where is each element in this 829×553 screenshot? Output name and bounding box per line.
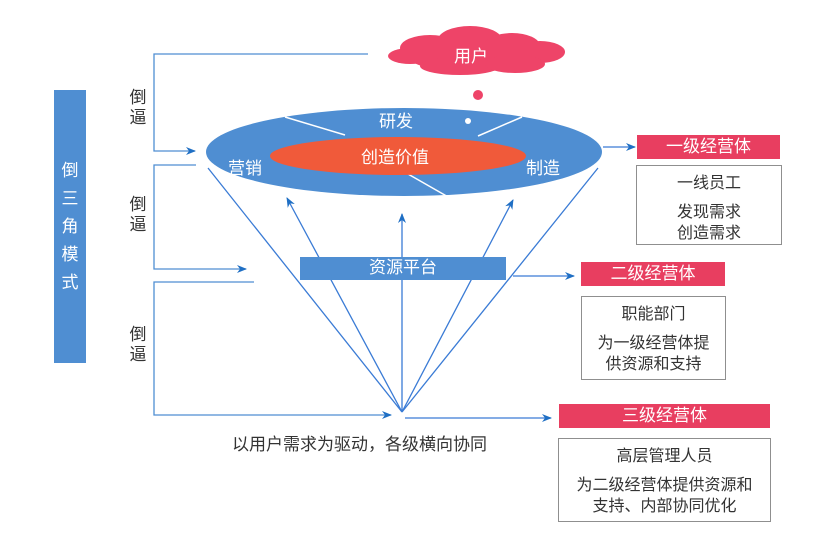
tier-2-role: 职能部门: [621, 304, 686, 323]
tier-2-title: 二级经营体: [581, 262, 725, 286]
segment-marketing-label: 营销: [228, 159, 262, 179]
tier-arrows: [405, 143, 636, 422]
segment-dividers: [284, 116, 523, 199]
inner-arrows: [286, 197, 514, 413]
pressure-brackets: [153, 53, 392, 419]
segment-rd-label: 研发: [379, 112, 413, 132]
mode-title-char: 模: [61, 244, 79, 265]
core-ellipse: [270, 137, 526, 175]
tier-1-duty-line: 创造需求: [676, 223, 741, 242]
pressure-label-2: 倒逼: [129, 195, 147, 235]
tier-2-duty-line: 为一级经营体提: [597, 333, 710, 352]
tier-1-duty-line: 发现需求: [676, 202, 741, 221]
core-value-label: 创造价值: [361, 148, 429, 168]
tier-3-title: 三级经营体: [559, 404, 770, 428]
tier-1-role: 一线员工: [676, 173, 741, 192]
tier-1-box: 一线员工 发现需求 创造需求: [636, 165, 782, 245]
mode-title-char: 倒: [61, 160, 79, 181]
tier-2-duty-line: 供资源和支持: [605, 354, 702, 373]
ellipse-dot: [465, 118, 471, 124]
mode-title-char: 角: [61, 216, 79, 237]
resource-platform: 资源平台: [300, 257, 506, 280]
mode-title-bar: 倒 三 角 模 式: [54, 90, 86, 363]
segment-manufacturing-label: 制造: [526, 159, 560, 179]
user-label: 用户: [454, 47, 488, 67]
tier-3-role: 高层管理人员: [616, 446, 713, 465]
funnel-lines: [207, 167, 599, 413]
cloud-dot: [473, 90, 483, 100]
tier-3-duty-line: 为二级经营体提供资源和: [576, 475, 753, 494]
tier-3-duty-line: 支持、内部协同优化: [592, 496, 737, 515]
mode-title-char: 式: [61, 272, 79, 293]
tier-2-box: 职能部门 为一级经营体提 供资源和支持: [581, 296, 726, 380]
tier-3-box: 高层管理人员 为二级经营体提供资源和 支持、内部协同优化: [558, 438, 771, 522]
mode-title-char: 三: [61, 188, 79, 209]
bottom-caption: 以用户需求为驱动，各级横向协同: [232, 435, 487, 455]
tier-1-title: 一级经营体: [637, 135, 780, 159]
pressure-label-3: 倒逼: [129, 325, 147, 365]
user-cloud: [388, 26, 565, 75]
pressure-label-1: 倒逼: [129, 88, 147, 128]
